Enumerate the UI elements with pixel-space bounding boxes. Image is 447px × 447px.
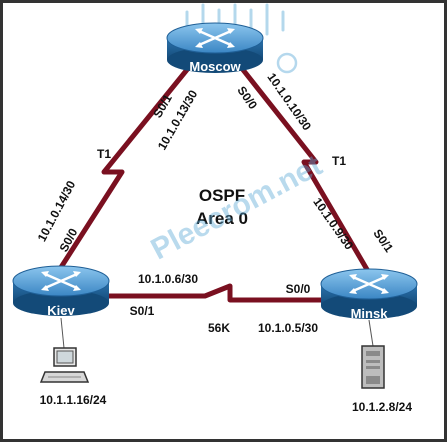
- minsk-s00-label: S0/0: [286, 282, 311, 296]
- router-moscow-label: Moscow: [189, 59, 241, 74]
- moscow-minsk-moscow-ip: 10.1.0.10/30: [264, 70, 314, 133]
- router-moscow: Moscow: [165, 21, 265, 75]
- kiev-minsk-kiev-ip: 10.1.0.6/30: [138, 272, 198, 286]
- router-kiev-label: Kiev: [47, 303, 75, 318]
- router-kiev: Kiev: [11, 264, 111, 318]
- link-moscow-minsk: [238, 64, 375, 280]
- moscow-kiev-t1-label: T1: [97, 147, 111, 161]
- router-minsk-label: Minsk: [351, 306, 389, 321]
- server-ip-label: 10.1.2.8/24: [352, 400, 412, 414]
- moscow-minsk-minsk-ip: 10.1.0.9/30: [310, 195, 356, 252]
- area-label-line1: OSPF: [199, 186, 245, 205]
- watermark-text: Pleecrom.net: [146, 149, 328, 267]
- server-connector: [368, 319, 374, 347]
- link-kiev-minsk: [90, 283, 330, 303]
- server-icon: [361, 345, 385, 389]
- pc-icon: [39, 347, 90, 383]
- watermark-circle: [276, 52, 298, 74]
- router-minsk: Minsk: [319, 267, 419, 321]
- area-label-line2: Area 0: [196, 209, 248, 228]
- kiev-minsk-speed-label: 56K: [208, 321, 230, 335]
- minsk-s01-label: S0/1: [370, 227, 396, 256]
- kiev-minsk-minsk-ip: 10.1.0.5/30: [258, 321, 318, 335]
- link-moscow-kiev: [55, 64, 192, 274]
- pc-connector: [60, 317, 65, 349]
- pc-ip-label: 10.1.1.16/24: [40, 393, 107, 407]
- kiev-s01-label: S0/1: [130, 304, 155, 318]
- moscow-minsk-t1-label: T1: [332, 154, 346, 168]
